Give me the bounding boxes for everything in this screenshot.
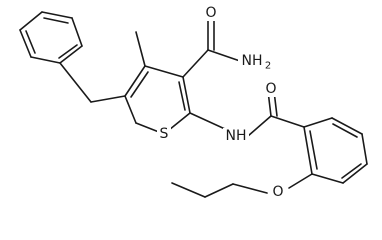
methyl-bond	[135, 31, 146, 67]
chemical-structure-diagram: O NH 2 S NH O O	[19, 5, 368, 200]
oxygen-label: O	[272, 184, 283, 200]
nh2-label: NH	[242, 53, 263, 69]
atom-label-s: S	[157, 126, 171, 142]
thiophene-ring	[124, 65, 191, 135]
sulfur-label: S	[160, 126, 169, 142]
oxygen-label: O	[265, 81, 276, 97]
benzyl-ch2-linker	[59, 62, 126, 103]
nh2-subscript: 2	[265, 61, 271, 72]
carboxamide-group	[182, 15, 241, 78]
atom-label-nh2: NH 2	[238, 53, 271, 72]
nh-label: NH	[226, 128, 247, 144]
atom-label-nh: NH	[223, 128, 249, 144]
oxygen-label: O	[205, 5, 216, 21]
benzyl-phenyl-ring	[19, 11, 83, 64]
atom-label-o-benzoyl: O	[264, 81, 278, 97]
atom-label-o-ether: O	[271, 184, 285, 200]
propoxy-chain	[171, 173, 313, 198]
benzoyl-ring	[303, 117, 368, 184]
atom-label-o-carboxamide: O	[204, 5, 218, 21]
